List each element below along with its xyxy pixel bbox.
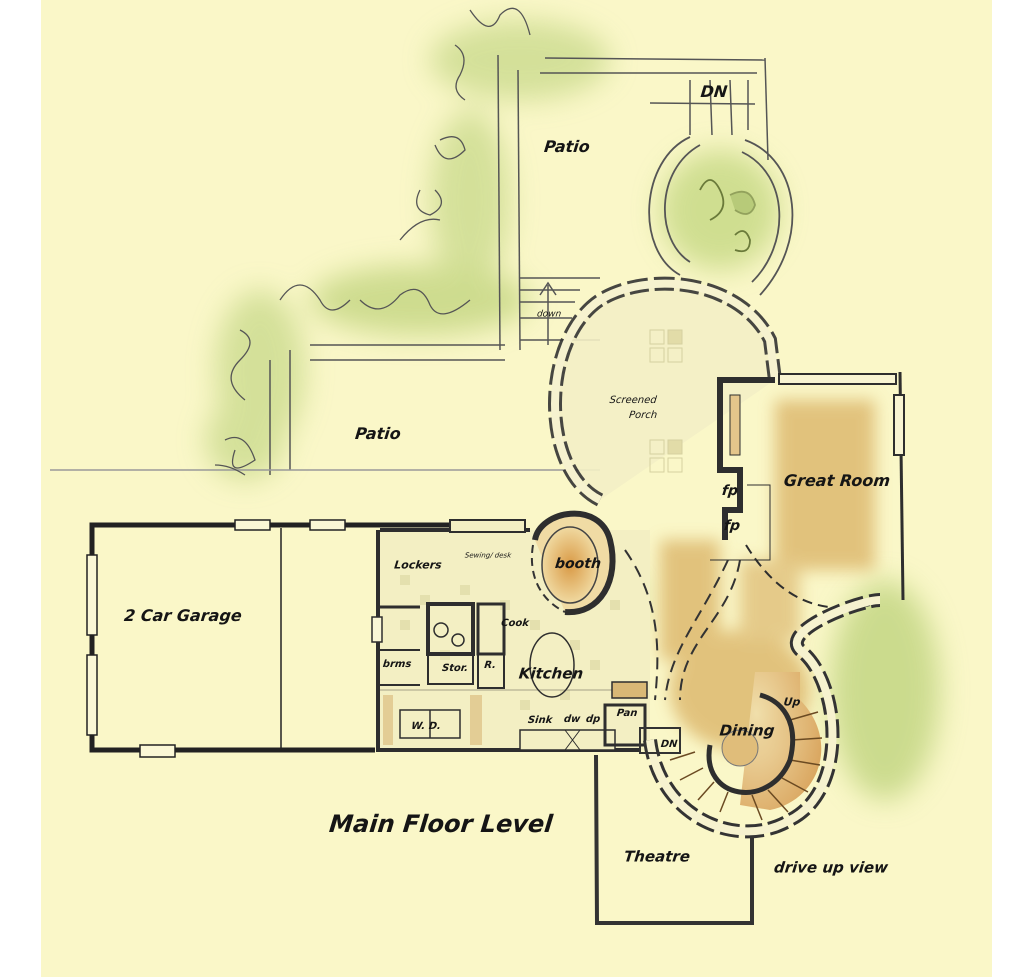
dining-stair-tower [639,593,881,839]
label-steps-down: down [536,309,562,320]
label-fireplace-1: fp [721,483,739,499]
label-great-room: Great Room [783,471,892,490]
label-lower-patio: Patio [354,424,402,443]
label-storage: Stor. [441,663,469,674]
label-bathrooms: brms [382,659,412,670]
label-lockers: Lockers [393,558,443,572]
label-screened: Screened [608,395,658,406]
hallway-curves [624,549,741,701]
vine-scribbles [214,7,531,476]
label-stairs-dn-top: DN [699,82,729,101]
label-sink: Sink [527,715,553,726]
label-sewing-desk: Sewing/ desk [464,551,512,560]
label-disposal: dp [585,714,601,725]
theatre-walls [594,754,754,925]
garage-walls [86,519,460,758]
drive-up-view-caption: drive up view [773,858,890,877]
label-stairs-up: Up [782,695,802,709]
label-washer-dryer: W. D. [410,721,442,732]
label-porch: Porch [628,410,658,421]
label-refrigerator: R. [483,660,497,671]
label-stairs-dn: DN [660,739,678,750]
upper-patio-outline [50,54,769,475]
round-planter [648,136,794,296]
kitchen-area [371,519,650,752]
booth-nook [531,510,616,616]
plan-title: Main Floor Level [327,810,555,838]
label-upper-patio: Patio [543,137,591,156]
great-room-walls [710,371,905,609]
label-dining: Dining [718,721,776,740]
label-pantry: Pan [616,708,638,719]
label-garage: 2 Car Garage [123,606,243,625]
label-kitchen: Kitchen [517,664,585,683]
screened-porch [548,276,782,507]
label-fireplace-2: fp [723,518,741,534]
label-dishwasher: dw [563,714,581,725]
label-cook: Cook [500,618,530,629]
label-booth: booth [554,556,602,572]
label-theatre: Theatre [623,847,691,866]
wood-floor-wash [660,400,875,750]
